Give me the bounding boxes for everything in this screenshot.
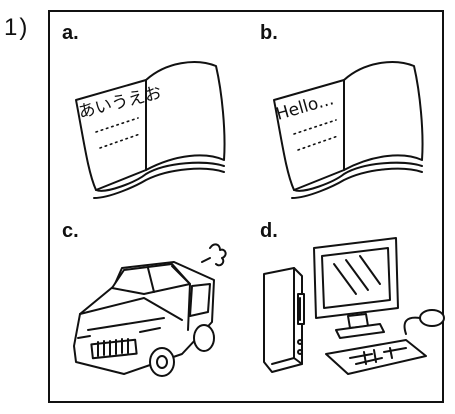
option-b-label: b. <box>260 22 278 44</box>
option-d-label: d. <box>260 220 278 242</box>
question-number: 1) <box>4 14 30 41</box>
car-icon <box>64 234 244 389</box>
english-textbook-icon: Hello... <box>264 52 424 207</box>
option-c-label: c. <box>62 220 79 242</box>
desktop-computer-icon <box>256 234 446 399</box>
japanese-textbook-icon: あいうえお <box>66 52 226 207</box>
option-a-label: a. <box>62 22 79 44</box>
picture-frame: a. あいうえお b. Hello... c. <box>48 10 446 403</box>
